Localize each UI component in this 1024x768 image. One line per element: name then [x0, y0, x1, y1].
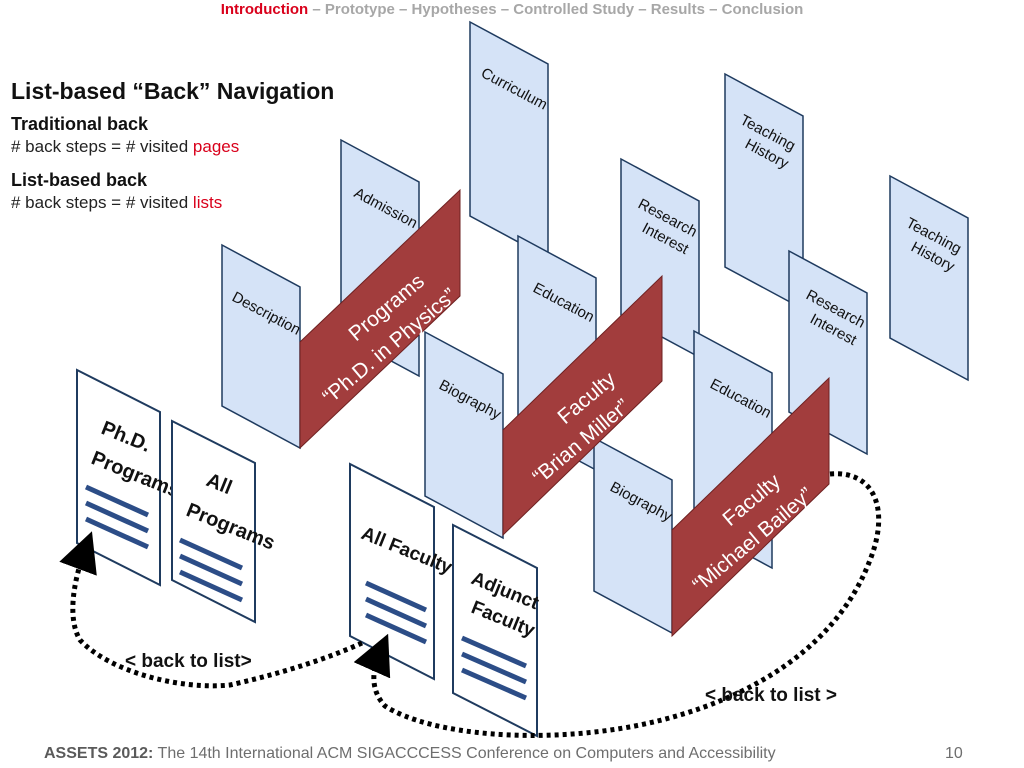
list-phd-programs: Ph.D. Programs	[76, 368, 183, 587]
back-arrow-left	[59, 531, 364, 689]
page-number: 10	[945, 745, 963, 762]
footer-conf-name: ASSETS 2012:	[44, 745, 154, 762]
traditional-back-label: Traditional back	[11, 114, 149, 134]
list-all-programs: All Programs	[171, 419, 278, 624]
page-curriculum: Curriculum	[469, 20, 550, 260]
back-to-list-right-label: < back to list >	[705, 685, 837, 706]
page-description: Description	[221, 243, 303, 450]
traditional-rule-highlight: pages	[192, 137, 240, 156]
list-based-rule-highlight: lists	[192, 193, 223, 212]
back-to-list-left-label: < back to list>	[125, 651, 252, 672]
traditional-rule-text: # back steps = # visited	[11, 137, 189, 156]
page-teaching-history-2: Teaching History	[889, 174, 969, 382]
nav-current-section[interactable]: Introduction	[220, 1, 309, 18]
list-based-back-rule: # back steps = # visited lists	[11, 193, 222, 213]
section-nav: Introduction – Prototype – Hypotheses – …	[0, 0, 1024, 20]
nav-other-sections[interactable]: – Prototype – Hypotheses – Controlled St…	[308, 1, 804, 18]
footer-conference: ASSETS 2012: The 14th International ACM …	[44, 745, 776, 763]
list-adjunct-faculty: Adjunct Faculty	[452, 523, 542, 738]
footer-conf-text: The 14th International ACM SIGACCCESS Co…	[153, 745, 776, 762]
list-based-back-label: List-based back	[11, 170, 148, 190]
page-biography-1: Biography	[424, 330, 504, 540]
traditional-back-rule: # back steps = # visited pages	[11, 137, 239, 157]
slide-title: List-based “Back” Navigation	[11, 78, 335, 104]
back-arrow-right	[353, 471, 882, 738]
list-based-rule-text: # back steps = # visited	[11, 193, 189, 212]
page-biography-2: Biography	[593, 436, 675, 635]
